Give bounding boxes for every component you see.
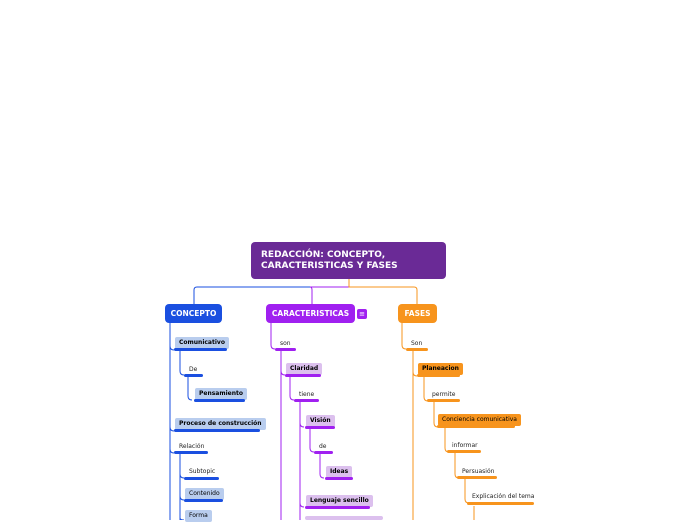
subtopic-proceso[interactable]: Proceso de construcción [175,418,266,430]
underline [447,450,481,453]
subtopic-lenguaje-label: Lenguaje sencillo [310,497,369,504]
topic-fases-label: FASES [404,309,431,318]
underline [174,451,208,454]
subtopic-ideas-label: Ideas [330,468,349,475]
root-topic[interactable]: REDACCIÓN: CONCEPTO, CARACTERISTICAS Y F… [251,242,446,279]
underline [406,348,428,351]
subtopic-tiene[interactable]: tiene [295,389,318,401]
subtopic-comunicativo-label: Comunicativo [179,339,225,346]
subtopic-vision-label: Visión [310,417,331,424]
notes-icon[interactable]: ≡ [357,309,367,319]
underline [305,426,335,429]
underline [294,399,319,402]
subtopic-claridad[interactable]: Claridad [286,363,323,375]
subtopic-subtopic[interactable]: Subtopic [185,466,219,478]
subtopic-informar[interactable]: informar [448,440,482,452]
root-topic-label: REDACCIÓN: CONCEPTO, CARACTERISTICAS Y F… [261,250,398,271]
subtopic-forma-label: Forma [189,512,208,519]
subtopic-subtopic-label: Subtopic [189,468,216,475]
subtopic-contenido-label: Contenido [189,490,220,497]
underline [314,451,333,454]
subtopic-son[interactable]: son [276,338,295,350]
underline [174,429,260,432]
underline [457,476,497,479]
subtopic-vision[interactable]: Visión [306,415,335,427]
topic-caracteristicas[interactable]: CARACTERISTICAS [266,304,355,323]
underline [184,477,219,480]
subtopic-proceso-label: Proceso de construcción [179,420,262,427]
subtopic-permite[interactable]: permite [428,389,459,401]
underline [437,425,515,428]
subtopic-explicacion-label: Explicación del tema [472,493,535,500]
subtopic-persuasion[interactable]: Persuasión [458,466,498,478]
topic-caracteristicas-label: CARACTERISTICAS [271,309,350,318]
topic-fases[interactable]: FASES [398,304,437,323]
subtopic-son-fases-label: Son [411,340,423,347]
underline [174,348,227,351]
topic-concepto[interactable]: CONCEPTO [165,304,222,323]
underline [467,502,534,505]
subtopic-forma[interactable]: Forma [185,510,212,522]
underline [275,348,296,351]
underline [184,499,223,502]
subtopic-explicacion[interactable]: Explicación del tema [468,491,538,503]
subtopic-son-fases[interactable]: Son [407,338,426,350]
subtopic-informar-label: informar [452,442,478,449]
subtopic-persuasion-label: Persuasión [462,468,495,475]
subtopic-permite-label: permite [432,391,456,398]
subtopic-de-label: De [189,366,198,373]
subtopic-ideas[interactable]: Ideas [326,466,353,478]
underline [285,374,321,377]
underline [325,477,353,480]
underline [427,399,460,402]
subtopic-conciencia-label: Conciencia comunicativa [442,416,517,423]
subtopic-conciencia[interactable]: Conciencia comunicativa [438,414,521,426]
topic-concepto-label: CONCEPTO [170,309,217,318]
underline [184,374,203,377]
subtopic-relacion-label: Relación [179,443,205,450]
subtopic-planeacion-label: Planeacion [422,365,459,372]
subtopic-relacion[interactable]: Relación [175,441,208,453]
subtopic-lenguaje[interactable]: Lenguaje sencillo [306,495,373,507]
subtopic-de[interactable]: De [185,364,201,376]
subtopic-claridad-label: Claridad [290,365,319,372]
subtopic-pensamiento-label: Pensamiento [199,390,243,397]
subtopic-comunicativo[interactable]: Comunicativo [175,337,229,349]
underline [194,399,245,402]
subtopic-de-2[interactable]: de [315,441,331,453]
subtopic-contenido[interactable]: Contenido [185,488,224,500]
underline [305,506,370,509]
underline [417,374,460,377]
subtopic-tiene-label: tiene [299,391,315,398]
subtopic-planeacion[interactable]: Planeacion [418,363,463,375]
subtopic-son-label: son [280,340,291,347]
subtopic-pensamiento[interactable]: Pensamiento [195,388,247,400]
partial-node [305,516,383,520]
subtopic-de-2-label: de [319,443,327,450]
